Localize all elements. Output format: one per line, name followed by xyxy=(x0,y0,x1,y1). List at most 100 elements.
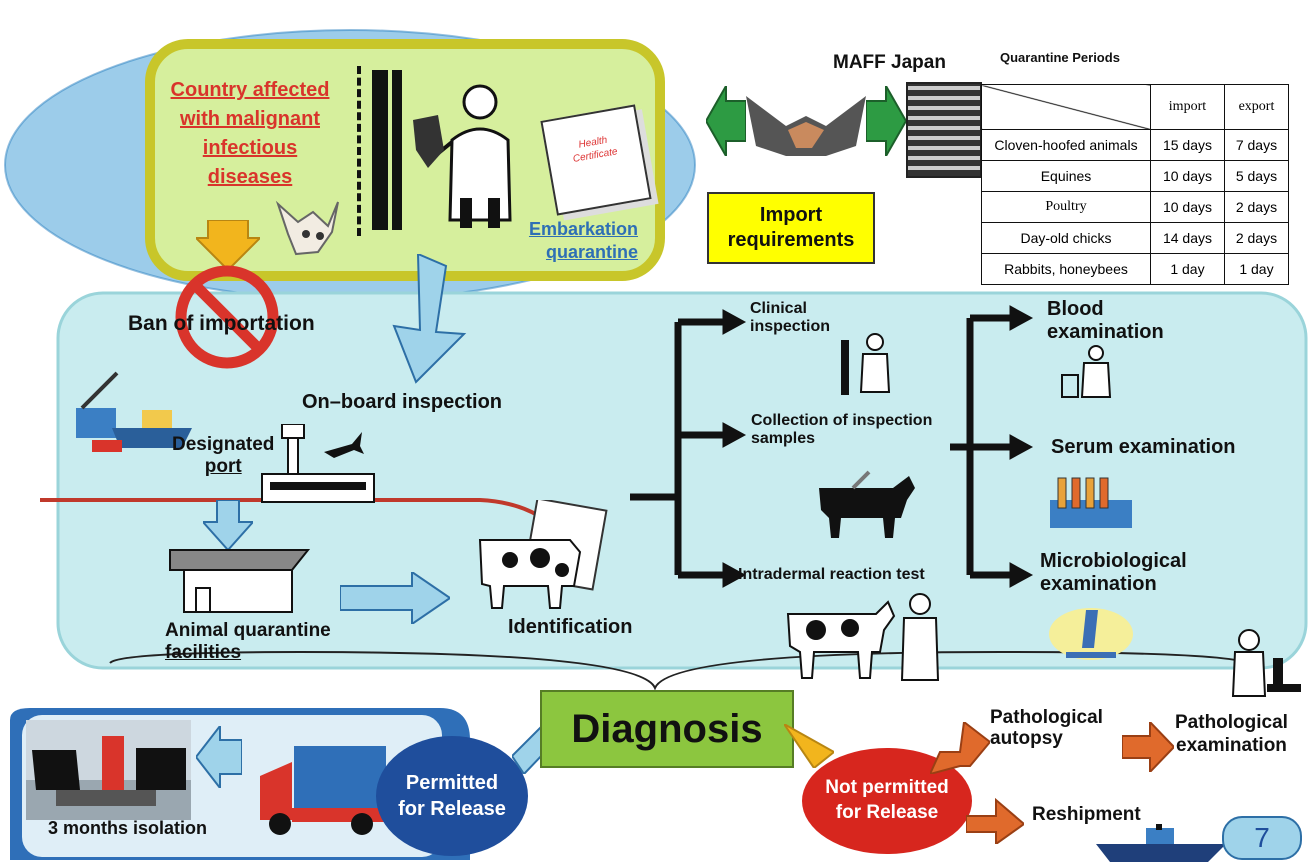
clinical-inspection-label: Clinical inspection xyxy=(750,300,830,337)
ban-of-importation-label: Ban of importation xyxy=(128,312,315,335)
identification-label: Identification xyxy=(508,616,633,638)
port-line: port xyxy=(204,455,242,477)
cow-vet-icon xyxy=(786,593,940,681)
cow-certificate-icon xyxy=(478,500,608,609)
import-req-line: Import xyxy=(759,204,823,226)
airplane-icon xyxy=(324,432,364,458)
micro-line: Microbiological xyxy=(1040,550,1187,572)
cow-icon xyxy=(819,470,915,538)
clinical-line: inspection xyxy=(750,318,831,336)
animal-cell: Rabbits, honeybees xyxy=(981,253,1151,285)
microscope-icon xyxy=(1049,608,1133,660)
permitted-line: for Release xyxy=(398,798,506,820)
import-cell: 1 day xyxy=(1150,253,1225,285)
diagnosis-label: Diagnosis xyxy=(571,706,763,751)
embarkation-line: quarantine xyxy=(545,242,638,263)
pathological-examination-label: Pathological examination xyxy=(1175,712,1288,758)
arrow-to-path-exam xyxy=(1122,722,1174,772)
ship-crane-icon xyxy=(76,371,192,452)
serum-examination-label: Serum examination xyxy=(1051,436,1236,458)
scientist-microscope-icon xyxy=(1231,629,1301,697)
three-months-isolation-label: 3 months isolation xyxy=(48,818,208,838)
green-arrow-icon xyxy=(866,86,906,156)
permitted-line: Permitted xyxy=(405,772,499,794)
animal-cell: Day-old chicks xyxy=(981,222,1151,254)
pathological-autopsy-label: Pathological autopsy xyxy=(990,707,1103,750)
down-arrow-onboard xyxy=(392,254,467,384)
green-arrow-icon xyxy=(706,86,746,156)
building-icon xyxy=(906,82,982,178)
animal-cell: Cloven-hoofed animals xyxy=(981,129,1151,161)
header-export: export xyxy=(1223,84,1290,130)
export-cell: 1 day xyxy=(1223,253,1290,285)
blood-examination-label: Blood examination xyxy=(1047,298,1164,344)
export-cell: 2 days xyxy=(1223,191,1290,223)
header-import: import xyxy=(1150,84,1225,130)
onboard-inspection-label: On–board inspection xyxy=(302,391,503,413)
truck-icon xyxy=(260,746,386,835)
diagnosis-box: Diagnosis xyxy=(540,690,794,768)
table-header-row: import export xyxy=(981,84,1290,130)
animal-cell: Equines xyxy=(981,160,1151,192)
not-permitted-line: for Release xyxy=(835,802,939,823)
lab-worker-icon xyxy=(1061,345,1112,398)
table-row: Day-old chicks 14 days 2 days xyxy=(981,222,1290,254)
import-cell: 15 days xyxy=(1150,129,1225,161)
permitted-release-oval: Permitted for Release xyxy=(376,736,528,856)
country-line: infectious xyxy=(202,137,298,159)
table-row: Poultry 10 days 2 days xyxy=(981,191,1290,223)
isolation-photo xyxy=(26,720,191,820)
animal-quarantine-facilities-label: Animal quarantine facilities xyxy=(165,620,331,664)
quarantine-periods-title: Quarantine Periods xyxy=(1000,50,1120,65)
country-line: with malignant xyxy=(180,108,320,130)
embarkation-line: Embarkation xyxy=(528,219,638,239)
intradermal-test-label: Intradermal reaction test xyxy=(738,566,925,583)
quarantine-facility-icon xyxy=(169,549,311,613)
import-cell: 10 days xyxy=(1150,191,1225,223)
designated-port-label: Designated port xyxy=(172,434,274,478)
collection-line: samples xyxy=(751,430,816,448)
facilities-line: Animal quarantine xyxy=(165,620,331,641)
export-cell: 7 days xyxy=(1223,129,1290,161)
branch-arrows xyxy=(630,305,1034,588)
clinical-inspector-icon xyxy=(841,333,891,395)
import-requirements-box: Import requirements xyxy=(707,192,875,264)
blood-line: examination xyxy=(1047,321,1164,343)
fence-icon xyxy=(392,70,402,230)
handshake-icon xyxy=(746,96,866,156)
reshipment-label: Reshipment xyxy=(1032,804,1141,825)
microbiological-examination-label: Microbiological examination xyxy=(1040,550,1187,596)
no-entry-icon xyxy=(175,265,279,369)
cow-head-icon xyxy=(413,115,444,168)
import-req-line: requirements xyxy=(727,229,855,251)
country-line: diseases xyxy=(207,166,293,188)
country-affected-label: Country affected with malignant infectio… xyxy=(155,76,345,192)
animal-cell: Poultry xyxy=(981,191,1151,223)
right-arrow-identification xyxy=(340,572,450,624)
quarantine-periods-table: import export Cloven-hoofed animals 15 d… xyxy=(981,84,1290,285)
micro-line: examination xyxy=(1040,573,1157,595)
fence-icon xyxy=(372,70,388,230)
page-number: 7 xyxy=(1254,822,1270,853)
not-permitted-line: Not permitted xyxy=(825,777,949,799)
veterinarian-icon xyxy=(430,84,512,228)
test-tubes-icon xyxy=(1050,477,1132,528)
country-line: Country affected xyxy=(170,79,330,101)
blood-line: Blood xyxy=(1047,298,1104,320)
maff-japan-label: MAFF Japan xyxy=(833,52,946,73)
dashed-border-line xyxy=(357,66,361,236)
autopsy-line: autopsy xyxy=(990,727,1063,749)
table-row: Rabbits, honeybees 1 day 1 day xyxy=(981,253,1290,285)
health-certificate-icon: Health Certificate xyxy=(540,104,652,216)
down-arrow-facility xyxy=(203,500,253,550)
collection-samples-label: Collection of inspection samples xyxy=(751,412,932,449)
facilities-line: facilities xyxy=(165,641,242,663)
arrow-to-reshipment xyxy=(966,797,1024,844)
page-number-badge: 7 xyxy=(1222,816,1302,860)
table-row: Cloven-hoofed animals 15 days 7 days xyxy=(981,129,1290,161)
export-cell: 2 days xyxy=(1223,222,1290,254)
left-arrow-isolation xyxy=(196,726,242,788)
table-row: Equines 10 days 5 days xyxy=(981,160,1290,192)
ship-icon xyxy=(1096,824,1226,862)
affected-country-frame xyxy=(145,39,665,281)
